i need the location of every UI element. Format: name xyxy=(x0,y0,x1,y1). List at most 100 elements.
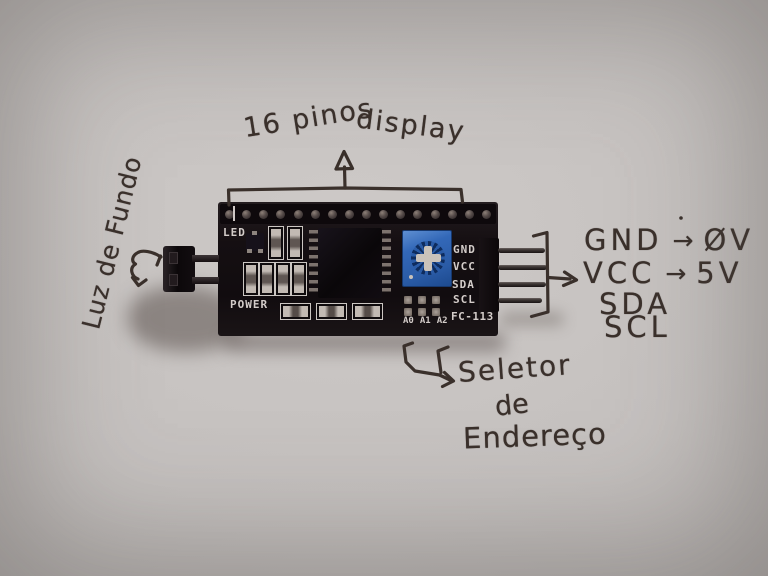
annotation-pin-value: ØV xyxy=(703,223,755,257)
annotation-pin-value: 5V xyxy=(696,256,743,290)
smd-body xyxy=(319,306,344,317)
smd-resistor xyxy=(352,303,383,320)
smd-body xyxy=(278,265,288,293)
annotation-pin-name: SDA xyxy=(599,287,672,321)
smd-body xyxy=(283,306,308,317)
header-pin xyxy=(447,209,457,219)
i2c-header-pin-vcc xyxy=(498,265,547,270)
i2c-header-pin-scl xyxy=(498,298,542,303)
ink-dot xyxy=(679,216,683,220)
transistor-pad xyxy=(247,249,252,253)
transistor-pad xyxy=(258,249,263,253)
annotation-display: display xyxy=(354,103,468,148)
annotation-luz-de-fundo: Luz de Fundo xyxy=(76,152,148,333)
ic-legs-left xyxy=(309,230,318,296)
right-bracket-stroke xyxy=(529,230,550,319)
smd-resistor xyxy=(243,262,259,296)
annotation-gnd-row: GND → ØV xyxy=(584,223,754,257)
smd-body xyxy=(355,306,380,317)
a2-label: A2 xyxy=(436,316,448,326)
power-silkscreen-label: POWER xyxy=(230,298,269,311)
annotation-scl-row: SCL xyxy=(604,310,671,344)
bottom-bracket-right-stroke xyxy=(436,345,450,375)
header-pin xyxy=(481,209,491,219)
jumper-pin xyxy=(192,255,219,262)
header-pin xyxy=(430,209,440,219)
a0-label: A0 xyxy=(403,316,414,326)
bottom-arrowhead-stroke xyxy=(440,370,456,389)
led-silkscreen-label: LED xyxy=(223,226,246,239)
smd-body xyxy=(246,265,256,293)
header-pin xyxy=(362,209,371,219)
trimpot-marker-dot xyxy=(409,275,413,279)
contrast-trimpot xyxy=(402,230,452,287)
a1-label: A1 xyxy=(419,316,431,326)
left-pointer-arrowhead-stroke xyxy=(130,275,148,288)
header-pin xyxy=(276,209,286,219)
ic-legs-right xyxy=(382,230,391,296)
solder-pad xyxy=(432,308,440,316)
right-arrow-glyph: → xyxy=(672,225,694,255)
left-pointer-stroke xyxy=(130,249,163,281)
smd-resistor xyxy=(259,262,275,296)
address-jumper-labels: A0 A1 A2 xyxy=(403,316,448,326)
header-pin xyxy=(310,209,320,219)
jumper-pin xyxy=(192,277,219,284)
vcc-silkscreen-label: VCC xyxy=(453,260,476,273)
smd-body xyxy=(294,265,304,293)
bottom-arrow-shaft-stroke xyxy=(437,373,452,382)
jumper-slot xyxy=(169,252,178,264)
header-pin xyxy=(344,209,354,219)
transistor-pad xyxy=(252,231,257,235)
header-pin xyxy=(327,209,337,219)
scl-silkscreen-label: SCL xyxy=(453,293,476,306)
address-jumper-pads xyxy=(404,296,440,316)
bottom-bracket-left-stroke xyxy=(402,341,442,377)
smd-resistor xyxy=(275,262,291,296)
header-pin xyxy=(379,209,389,219)
jumper-slot xyxy=(169,274,178,286)
backlight-jumper-cap xyxy=(163,246,195,292)
header-pin xyxy=(396,209,406,219)
i2c-expander-chip xyxy=(318,228,382,298)
smd-resistor xyxy=(316,303,347,320)
header-pin xyxy=(413,209,423,219)
trimpot-screw-cross xyxy=(424,246,432,271)
header-pins-shadow xyxy=(500,312,564,326)
annotation-seletor: Seletor xyxy=(456,348,573,389)
solder-pad xyxy=(432,296,440,304)
solder-pad xyxy=(418,308,426,316)
header-pin xyxy=(225,209,234,219)
top-arrow-shaft-stroke xyxy=(342,165,347,190)
smd-component xyxy=(287,226,303,260)
smd-body xyxy=(271,229,281,257)
annotation-pin-name: GND xyxy=(584,223,663,257)
left-pointer-hook-stroke xyxy=(155,254,163,267)
annotation-endereco: Endereço xyxy=(462,416,608,456)
i2c-header-base xyxy=(479,238,499,312)
display-header-16pin xyxy=(220,204,496,224)
right-arrow-glyph: → xyxy=(665,258,687,288)
gnd-silkscreen-label: GND xyxy=(453,243,476,256)
header-pin xyxy=(242,209,252,219)
header-pin xyxy=(259,209,269,219)
smd-resistor xyxy=(280,303,311,320)
smd-component xyxy=(268,226,284,260)
annotation-de: de xyxy=(493,388,531,423)
i2c-header-pin-gnd xyxy=(498,248,545,253)
solder-pad xyxy=(404,296,412,304)
annotation-pin-name: VCC xyxy=(583,256,656,290)
right-arrowhead-stroke xyxy=(561,270,579,288)
smd-transistor xyxy=(246,231,264,253)
top-arrowhead-stroke xyxy=(334,149,355,171)
smd-resistor xyxy=(291,262,307,296)
board-model-label: FC-113 xyxy=(451,310,494,323)
i2c-header-pin-sda xyxy=(498,282,546,287)
smd-body xyxy=(290,229,300,257)
pcb-board: LED POWER GND VCC SDA xyxy=(163,202,547,336)
solder-pad xyxy=(404,308,412,316)
silkscreen-tick xyxy=(233,206,235,221)
annotation-vcc-row: VCC → 5V xyxy=(583,256,743,290)
smd-body xyxy=(262,265,272,293)
